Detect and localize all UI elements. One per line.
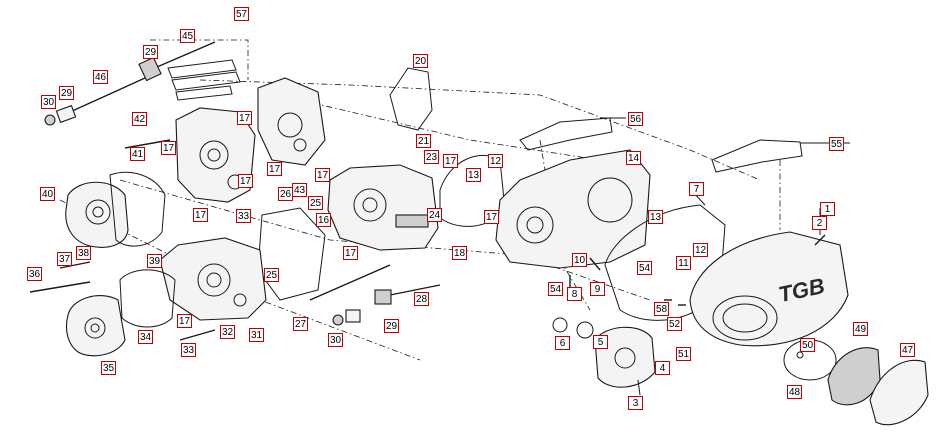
callout-41: 41 xyxy=(130,147,146,161)
clutch-parts xyxy=(552,317,656,388)
callout-5: 5 xyxy=(593,335,608,349)
callout-47: 47 xyxy=(900,343,916,357)
callout-24: 24 xyxy=(427,208,443,222)
callout-9: 9 xyxy=(590,282,605,296)
callout-50: 50 xyxy=(800,338,816,352)
callout-29b: 29 xyxy=(59,86,75,100)
left-engine-case xyxy=(159,237,267,321)
callout-18: 18 xyxy=(452,246,468,260)
callout-17b: 17 xyxy=(237,111,253,125)
callout-36: 36 xyxy=(27,267,43,281)
callout-31: 31 xyxy=(249,328,265,342)
left-cover-40 xyxy=(65,181,129,248)
callout-20: 20 xyxy=(413,54,429,68)
callout-46: 46 xyxy=(93,70,109,84)
callout-17i: 17 xyxy=(484,210,500,224)
callout-21: 21 xyxy=(416,134,432,148)
callout-54b: 54 xyxy=(637,261,653,275)
crankcase-upper xyxy=(175,77,326,203)
callout-39: 39 xyxy=(147,254,163,268)
callout-55: 55 xyxy=(829,137,845,151)
callout-7: 7 xyxy=(689,182,704,196)
shafts xyxy=(44,41,216,126)
callout-3: 3 xyxy=(628,396,643,410)
callout-17c: 17 xyxy=(267,162,283,176)
bolts-right xyxy=(569,234,826,306)
callout-54a: 54 xyxy=(548,282,564,296)
outer-cover: TGB xyxy=(689,231,849,347)
callout-10: 10 xyxy=(572,253,588,267)
callout-16a: 16 xyxy=(316,213,332,227)
callout-32: 32 xyxy=(220,325,236,339)
callout-28: 28 xyxy=(414,292,430,306)
callout-2: 2 xyxy=(812,216,827,230)
callout-14: 14 xyxy=(626,151,642,165)
callout-4: 4 xyxy=(655,361,670,375)
callout-17j: 17 xyxy=(177,314,193,328)
callout-27: 27 xyxy=(293,317,309,331)
callout-45: 45 xyxy=(180,29,196,43)
plates-57 xyxy=(167,59,241,101)
center-parts xyxy=(309,264,441,326)
callout-17h: 17 xyxy=(315,168,331,182)
callout-48: 48 xyxy=(787,385,803,399)
right-bottom-parts xyxy=(783,339,929,426)
callout-26: 26 xyxy=(278,187,294,201)
callout-17a: 17 xyxy=(161,141,177,155)
callout-17d: 17 xyxy=(193,208,209,222)
callout-12: 12 xyxy=(693,243,709,257)
callout-57: 57 xyxy=(234,7,250,21)
callout-17f: 17 xyxy=(443,154,459,168)
plate-56 xyxy=(519,117,613,151)
gasket-20 xyxy=(389,67,433,131)
callout-33a: 33 xyxy=(236,209,252,223)
gasket-41 xyxy=(109,171,166,247)
crankcase-center xyxy=(257,164,439,301)
bolts-left xyxy=(29,139,216,341)
callout-37: 37 xyxy=(57,252,73,266)
callout-30: 30 xyxy=(41,95,57,109)
gasket-34 xyxy=(119,269,176,328)
callout-11: 11 xyxy=(676,256,691,270)
callout-19: 13 xyxy=(466,168,482,182)
callout-38: 38 xyxy=(76,246,92,260)
callout-42: 42 xyxy=(132,112,148,126)
callout-1: 1 xyxy=(820,202,835,216)
callout-23: 23 xyxy=(424,150,440,164)
callout-6: 6 xyxy=(555,336,570,350)
callout-17g: 12 xyxy=(488,154,504,168)
callout-30b: 30 xyxy=(328,333,344,347)
callout-29: 29 xyxy=(143,45,159,59)
plate-55 xyxy=(711,139,803,173)
callout-58: 58 xyxy=(654,302,670,316)
callout-35: 35 xyxy=(101,361,117,375)
callout-13: 13 xyxy=(648,210,664,224)
callout-43: 43 xyxy=(292,183,308,197)
callout-29c: 29 xyxy=(384,319,400,333)
callout-25b: 25 xyxy=(264,268,280,282)
callout-17e: 17 xyxy=(238,174,254,188)
callout-25a: 25 xyxy=(308,196,324,210)
transmission-case-14 xyxy=(495,149,651,269)
callout-49: 49 xyxy=(853,322,869,336)
callout-40: 40 xyxy=(40,187,56,201)
callout-34: 34 xyxy=(138,330,154,344)
callout-33b: 33 xyxy=(181,343,197,357)
callout-8: 8 xyxy=(567,287,582,301)
callout-56: 56 xyxy=(628,112,644,126)
engine-cover-35 xyxy=(65,295,126,357)
callout-52: 52 xyxy=(667,317,683,331)
callout-17k: 17 xyxy=(343,246,359,260)
callout-51: 51 xyxy=(676,347,692,361)
